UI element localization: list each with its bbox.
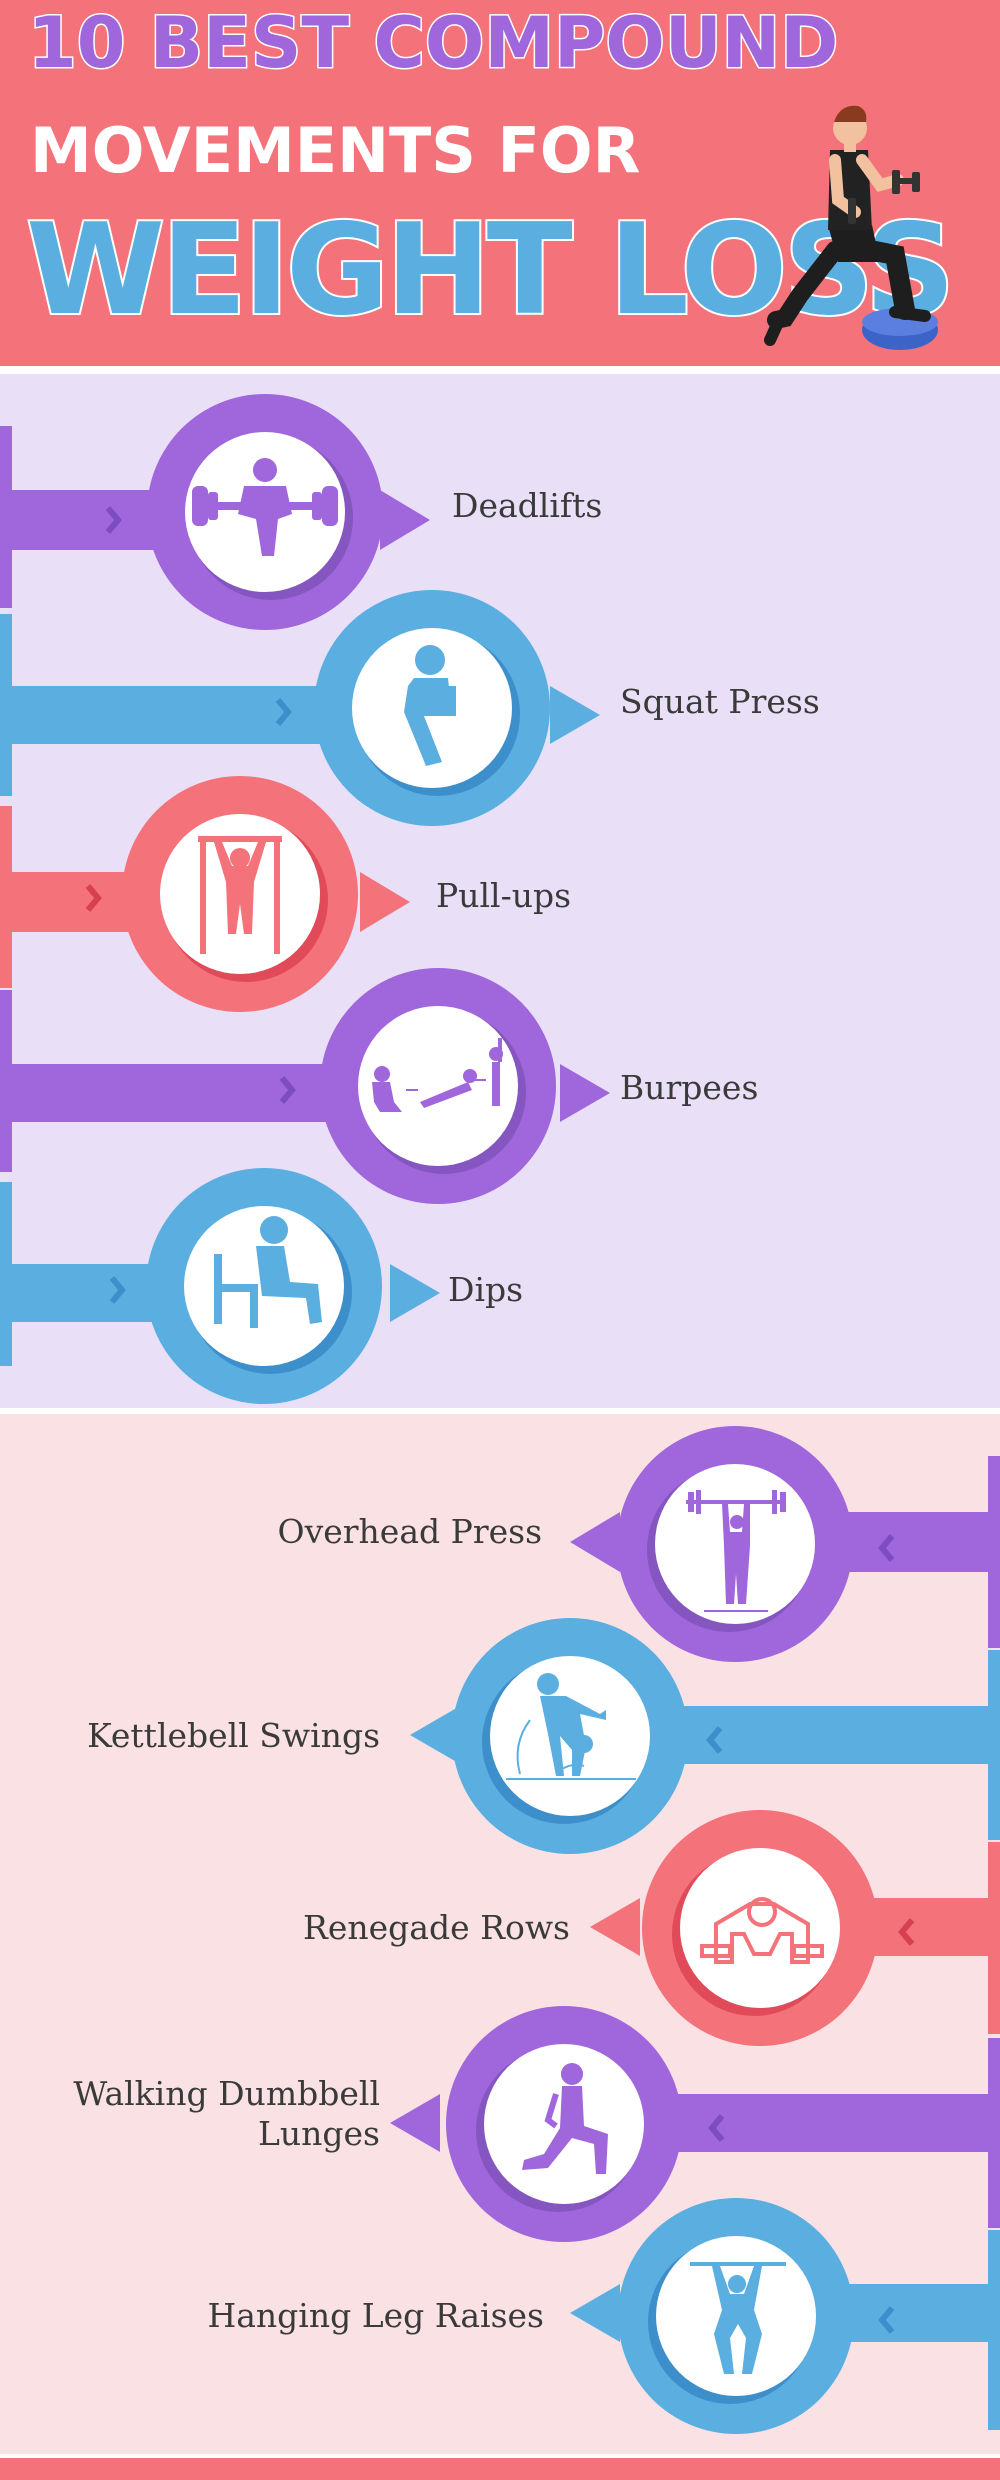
label-hanging-leg-raises: Hanging Leg Raises bbox=[207, 2296, 544, 2335]
row-kettlebell-swings bbox=[410, 1618, 1000, 1854]
row-renegade-rows bbox=[590, 1810, 988, 2046]
deadlift-icon bbox=[192, 458, 338, 556]
title-line-3: WEIGHT LOSS bbox=[24, 196, 957, 343]
squat-icon bbox=[404, 645, 456, 766]
renegade-row-icon bbox=[700, 1897, 824, 1964]
label-walking-dumbbell-line-2: Lunges bbox=[257, 2114, 380, 2153]
label-walking-dumbbell-line-1: Walking Dumbbell bbox=[73, 2074, 380, 2113]
label-squat-press: Squat Press bbox=[620, 682, 820, 721]
overhead-press-icon bbox=[686, 1490, 786, 1612]
label-overhead-press: Overhead Press bbox=[277, 1512, 542, 1551]
row-pull-ups bbox=[0, 776, 410, 1012]
row-burpees bbox=[0, 968, 610, 1204]
top-exercise-section: Deadlifts Squat Press Pull-ups Burpees D… bbox=[0, 374, 1000, 1408]
burpee-icon bbox=[372, 1038, 503, 1112]
row-dips bbox=[0, 1168, 440, 1404]
label-walking-dumbbell-lunges: Walking Dumbbell Lunges bbox=[73, 2074, 380, 2154]
title-line-2: MOVEMENTS FOR bbox=[30, 114, 641, 187]
row-deadlifts bbox=[0, 394, 430, 630]
man-lunge-dumbbell-icon bbox=[764, 105, 938, 350]
label-renegade-rows: Renegade Rows bbox=[303, 1908, 570, 1947]
bottom-section-graphics bbox=[390, 1426, 1000, 2434]
kettlebell-swing-icon bbox=[506, 1673, 636, 1780]
label-deadlifts: Deadlifts bbox=[452, 486, 603, 525]
label-pull-ups: Pull-ups bbox=[436, 876, 572, 915]
walking-lunge-icon bbox=[522, 2063, 608, 2174]
row-walking-dumbbell-lunges bbox=[390, 2006, 1000, 2242]
hanging-leg-raise-icon bbox=[690, 2262, 786, 2374]
row-hanging-leg-raises bbox=[570, 2198, 988, 2434]
header-banner: 10 BEST COMPOUND MOVEMENTS FOR WEIGHT LO… bbox=[0, 0, 1000, 366]
row-overhead-press bbox=[570, 1426, 1000, 1662]
bottom-exercise-section: Overhead Press Kettlebell Swings Renegad… bbox=[0, 1414, 1000, 2454]
chair-dip-icon bbox=[214, 1216, 322, 1328]
row-squat-press bbox=[0, 590, 600, 826]
title-line-1: 10 BEST COMPOUND bbox=[26, 1, 839, 86]
top-section-graphics bbox=[0, 394, 610, 1404]
label-dips: Dips bbox=[448, 1270, 524, 1309]
label-burpees: Burpees bbox=[620, 1068, 759, 1107]
pull-up-icon bbox=[198, 836, 282, 954]
label-kettlebell-swings: Kettlebell Swings bbox=[87, 1716, 380, 1755]
footer-strip bbox=[0, 2458, 1000, 2480]
